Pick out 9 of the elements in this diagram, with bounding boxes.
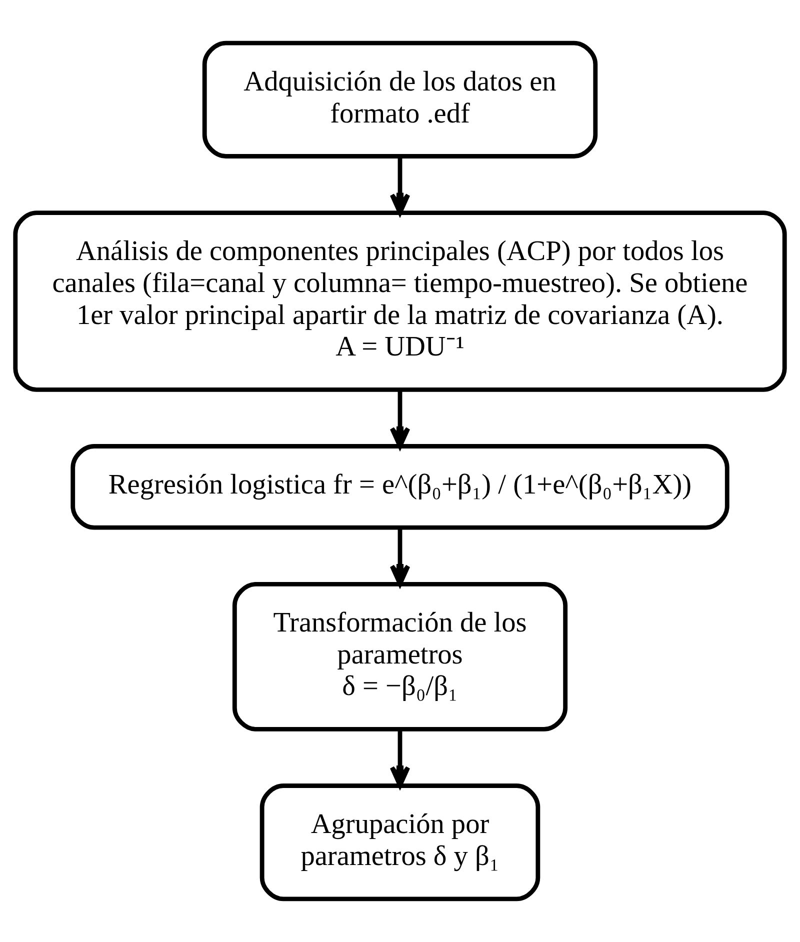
arrow [390,156,410,215]
node-box: Adquisición de los datos en formato .edf [202,40,598,158]
arrow [390,390,410,448]
arrow [390,528,410,586]
arrow [390,729,410,788]
node-box: Regresión logistica fr = e^(β₀+β₁) / (1+e^(β₀+β₁X)) [70,444,730,530]
node-box: Agrupación por parametros δ y β₁ [260,784,540,902]
node-box: Análisis de componentes principales (ACP) por todos los canales (fila=canal y columna= tiempo-muestreo). Se obtiene 1er valor principal apartir de la matriz de covarianza (A). A = UDU⁻¹ [13,210,787,392]
node-box: Transformación de los parametros δ = −β₀/β₁ [232,582,568,732]
